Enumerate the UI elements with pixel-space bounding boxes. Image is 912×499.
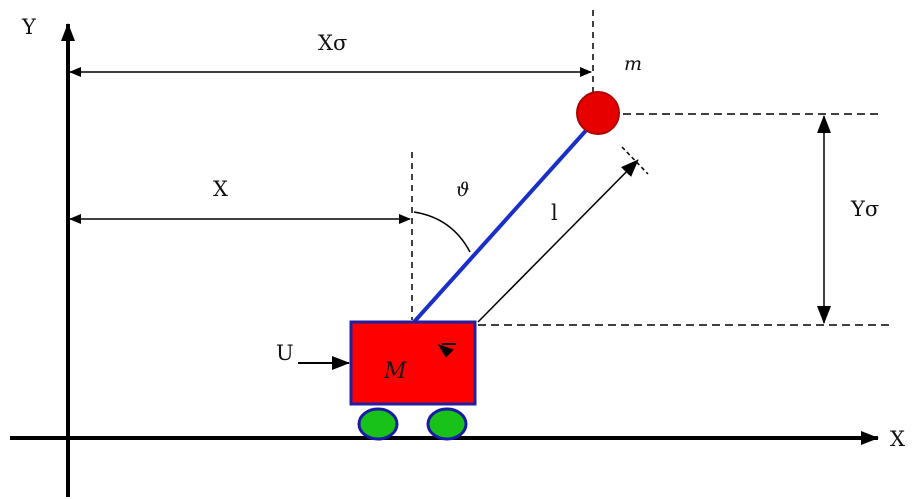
mass-pendulum-label: m (624, 53, 642, 75)
angle-label: ϑ (456, 179, 470, 201)
length-label: l (551, 201, 558, 225)
x-pendulum-label: Xσ (318, 31, 347, 55)
pendulum-rod (412, 124, 592, 324)
length-tick (621, 146, 649, 175)
angle-arc (413, 211, 471, 253)
cart-pivot-mark (437, 343, 456, 358)
mass-cart-label: M (383, 359, 407, 384)
x-cart-label: X (213, 177, 228, 201)
cart-body (349, 320, 477, 406)
force-label: U (276, 341, 294, 365)
y-pendulum-label: Yσ (850, 197, 879, 221)
wheel-right (426, 407, 468, 441)
wheel-left (357, 407, 399, 441)
x-axis-label: X (890, 427, 905, 451)
y-axis-label: Y (21, 15, 37, 39)
pendulum-bob (576, 91, 620, 135)
length-arrow (477, 159, 639, 323)
